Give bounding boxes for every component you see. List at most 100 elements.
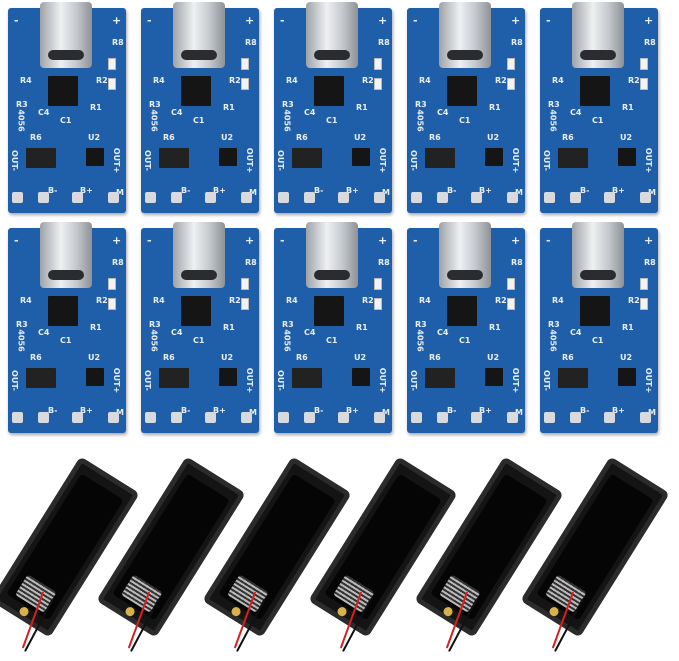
solder-pad	[640, 192, 651, 203]
label-minus: -	[147, 234, 152, 247]
label-model: 4056	[149, 109, 159, 132]
led-indicator	[507, 78, 515, 90]
charger-ic	[181, 296, 211, 326]
label-m: M	[116, 408, 124, 417]
mosfet	[352, 148, 370, 166]
led-indicator	[507, 298, 515, 310]
led-indicator	[640, 78, 648, 90]
label-out-minus: OUT-	[275, 370, 285, 391]
label-minus: -	[546, 14, 551, 27]
label-b-plus: B+	[479, 406, 492, 415]
solder-pad	[72, 412, 83, 423]
label-m: M	[648, 188, 656, 197]
label-r4: R4	[20, 76, 32, 85]
solder-pad	[507, 412, 518, 423]
label-out-minus: OUT-	[275, 150, 285, 171]
led-indicator	[507, 58, 515, 70]
label-r1: R1	[622, 103, 634, 112]
label-m: M	[515, 408, 523, 417]
label-minus: -	[14, 14, 19, 27]
label-model: 4056	[415, 109, 425, 132]
label-u2: U2	[88, 353, 101, 362]
usb-c-connector	[306, 222, 358, 288]
label-out-minus: OUT-	[142, 370, 152, 391]
label-c1: C1	[459, 336, 471, 345]
solder-pad	[38, 412, 49, 423]
label-r1: R1	[223, 323, 235, 332]
label-model: 4056	[16, 329, 26, 352]
label-b-minus: B-	[447, 186, 457, 195]
led-indicator	[507, 278, 515, 290]
label-minus: -	[280, 234, 285, 247]
solder-pad	[12, 412, 23, 423]
label-r4: R4	[419, 296, 431, 305]
label-out-minus: OUT-	[541, 370, 551, 391]
solder-pad	[437, 412, 448, 423]
solder-pad	[471, 192, 482, 203]
label-r2: R2	[495, 296, 507, 305]
label-plus: +	[112, 14, 122, 27]
label-c1: C1	[592, 336, 604, 345]
usb-c-connector	[40, 2, 92, 68]
solder-pad	[437, 192, 448, 203]
label-b-plus: B+	[213, 186, 226, 195]
label-u2: U2	[487, 133, 500, 142]
label-u2: U2	[620, 133, 633, 142]
label-out-minus: OUT-	[408, 150, 418, 171]
solder-pad	[278, 412, 289, 423]
label-u2: U2	[221, 353, 234, 362]
protection-ic	[292, 148, 322, 168]
led-indicator	[374, 278, 382, 290]
protection-ic	[159, 368, 189, 388]
label-out-minus: OUT-	[408, 370, 418, 391]
label-r8: R8	[378, 258, 390, 267]
solder-pad	[544, 192, 555, 203]
label-r8: R8	[245, 38, 257, 47]
label-b-plus: B+	[80, 406, 93, 415]
label-b-minus: B-	[48, 406, 58, 415]
label-r1: R1	[356, 103, 368, 112]
label-r1: R1	[223, 103, 235, 112]
label-r2: R2	[96, 76, 108, 85]
label-model: 4056	[548, 109, 558, 132]
label-c1: C1	[193, 336, 205, 345]
usb-c-connector	[173, 2, 225, 68]
label-m: M	[116, 188, 124, 197]
solder-pad	[604, 192, 615, 203]
label-out-plus: OUT+	[112, 147, 122, 174]
label-model: 4056	[415, 329, 425, 352]
label-r2: R2	[495, 76, 507, 85]
solder-pad	[544, 412, 555, 423]
label-c4: C4	[437, 328, 449, 337]
usb-c-connector	[439, 222, 491, 288]
label-b-minus: B-	[48, 186, 58, 195]
label-b-plus: B+	[213, 406, 226, 415]
label-out-minus: OUT-	[9, 370, 19, 391]
label-r3: R3	[149, 100, 161, 109]
solder-pad	[171, 412, 182, 423]
label-c1: C1	[60, 116, 72, 125]
label-r8: R8	[112, 38, 124, 47]
label-out-plus: OUT+	[511, 147, 521, 174]
label-b-plus: B+	[612, 406, 625, 415]
label-b-minus: B-	[580, 186, 590, 195]
label-m: M	[382, 408, 390, 417]
label-out-minus: OUT-	[142, 150, 152, 171]
mosfet	[86, 368, 104, 386]
mosfet	[219, 368, 237, 386]
label-r3: R3	[282, 320, 294, 329]
usb-c-connector	[572, 222, 624, 288]
label-r8: R8	[112, 258, 124, 267]
solder-pad	[570, 192, 581, 203]
label-b-minus: B-	[181, 406, 191, 415]
label-b-plus: B+	[80, 186, 93, 195]
label-r1: R1	[489, 323, 501, 332]
label-out-plus: OUT+	[245, 147, 255, 174]
label-r2: R2	[229, 296, 241, 305]
solder-pad	[241, 192, 252, 203]
label-plus: +	[644, 14, 654, 27]
label-r3: R3	[16, 100, 28, 109]
